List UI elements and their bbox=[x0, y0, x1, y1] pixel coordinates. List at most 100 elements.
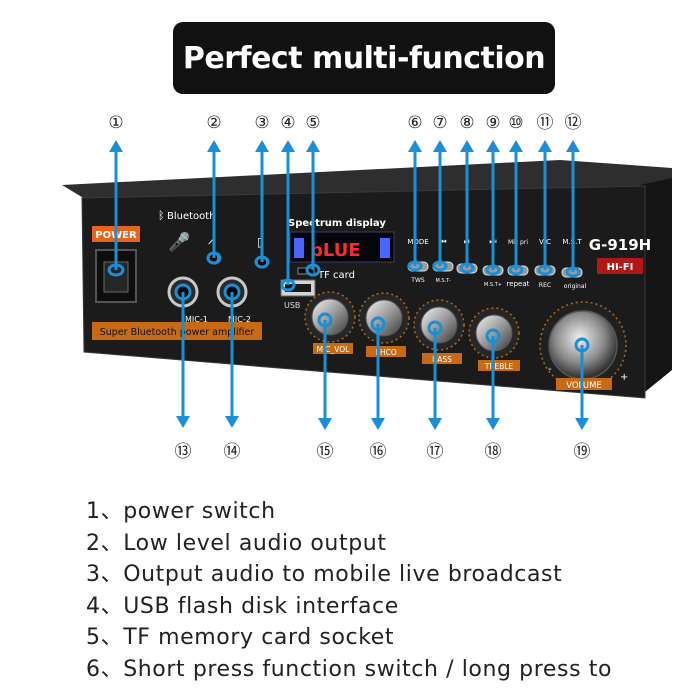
callout-15: ⑮ bbox=[317, 442, 334, 462]
knob-labels: MIC_VOL EHCO BASS TREBLE bbox=[313, 343, 520, 371]
mic-vol-label-plate bbox=[313, 343, 353, 354]
low-level-out-icon: ⩘ bbox=[208, 233, 215, 247]
arrow-head-3 bbox=[255, 140, 269, 152]
callout-6: ⑥ bbox=[407, 113, 422, 133]
tf-card-label: TF card bbox=[317, 270, 355, 281]
button-label-mst-minus: M.S.T- bbox=[435, 278, 450, 284]
legend-item: 3、Output audio to mobile live broadcast bbox=[86, 562, 563, 587]
echo-label-plate bbox=[366, 346, 406, 357]
arrow-tail-8 bbox=[459, 262, 475, 274]
button-label-rec: REC bbox=[539, 282, 551, 289]
volume-label: VOLUME bbox=[566, 381, 602, 391]
arrow-head-6 bbox=[408, 140, 422, 152]
legend-item: 6、Short press function switch / long pre… bbox=[86, 656, 613, 682]
spectrum-display bbox=[289, 231, 395, 263]
arrow-tails bbox=[107, 251, 590, 353]
arrow-tail-6 bbox=[407, 260, 423, 272]
arrow-tail-5 bbox=[305, 263, 321, 277]
callout-11: ⑪ bbox=[537, 113, 554, 133]
callout-10: ⑩ bbox=[508, 113, 523, 133]
legend-item: 1、power switch bbox=[86, 499, 276, 524]
arrow-tail-9 bbox=[485, 264, 501, 276]
arrow-head-14 bbox=[225, 416, 239, 428]
callout-14: ⑭ bbox=[224, 442, 241, 462]
arrow-tail-15 bbox=[317, 312, 333, 328]
volume-label-plate bbox=[556, 378, 612, 390]
callout-9: ⑨ bbox=[485, 113, 500, 133]
model-label: G-919H bbox=[589, 236, 651, 254]
amplifier-side bbox=[640, 178, 672, 396]
button-labels-bottom: TWS M.S.T- M.S.T+ repeat REC original bbox=[410, 277, 586, 290]
arrow-heads bbox=[109, 140, 589, 430]
callout-12: ⑫ bbox=[565, 113, 582, 133]
display-text: bLUE bbox=[310, 240, 361, 261]
arrow-head-19 bbox=[575, 418, 589, 430]
button-label-tws: TWS bbox=[410, 277, 425, 284]
callout-18: ⑱ bbox=[485, 442, 502, 462]
treble-label: TREBLE bbox=[484, 362, 514, 371]
legend-item: 2、Low level audio output bbox=[86, 530, 387, 556]
usb-label: USB bbox=[284, 301, 300, 310]
brand-strip-label: Super Bluetooth power amplifier bbox=[100, 327, 255, 338]
mic-vol-label: MIC_VOL bbox=[317, 345, 351, 354]
arrow-head-4 bbox=[281, 140, 295, 152]
banner-title: Perfect multi-function bbox=[182, 40, 546, 76]
callout-4: ④ bbox=[280, 113, 295, 133]
arrow-head-9 bbox=[486, 140, 500, 152]
arrow-head-11 bbox=[538, 140, 552, 152]
button-label-original: original bbox=[564, 283, 587, 290]
live-out-icon: ▯ bbox=[257, 235, 264, 249]
legend-item: 4、USB flash disk interface bbox=[86, 593, 399, 619]
arrow-head-8 bbox=[460, 140, 474, 152]
callout-19: ⑲ bbox=[574, 442, 591, 462]
arrow-head-10 bbox=[509, 140, 523, 152]
button-label-prev: ⏮ bbox=[439, 237, 446, 246]
title-banner: Perfect multi-function bbox=[173, 22, 555, 94]
arrow-head-16 bbox=[371, 418, 385, 430]
bass-label-plate bbox=[422, 353, 462, 364]
callout-1: ① bbox=[108, 113, 123, 133]
callout-numbers-bottom: ⑬ ⑭ ⑮ ⑯ ⑰ ⑱ ⑲ bbox=[175, 442, 591, 462]
echo-knob[interactable] bbox=[365, 299, 403, 337]
arrow-tail-3 bbox=[254, 255, 270, 269]
treble-label-plate bbox=[478, 360, 520, 371]
callout-5: ⑤ bbox=[305, 113, 320, 133]
callout-2: ② bbox=[206, 113, 221, 133]
callout-7: ⑦ bbox=[432, 113, 447, 133]
arrow-head-17 bbox=[428, 418, 442, 430]
arrow-tail-7 bbox=[432, 260, 448, 272]
bass-label: BASS bbox=[432, 355, 452, 364]
amplifier-diagram: POWER ᛒ Bluetooth 🎤 ⩘ ▯ MIC-1 MIC-2 Supe… bbox=[62, 113, 672, 462]
volume-plus-label: + bbox=[620, 372, 628, 383]
spectrum-bar bbox=[294, 238, 304, 258]
arrow-head-18 bbox=[486, 418, 500, 430]
arrow-tail-1 bbox=[107, 263, 125, 277]
arrow-tail-19 bbox=[574, 337, 590, 353]
button-label-repeat: repeat bbox=[507, 280, 530, 288]
arrow-tail-14 bbox=[223, 283, 241, 301]
hifi-label: HI-FI bbox=[607, 262, 634, 273]
usb-port-inner bbox=[285, 284, 311, 292]
arrow-tail-18 bbox=[485, 328, 501, 344]
arrow-head-12 bbox=[566, 140, 580, 152]
arrow-head-1 bbox=[109, 140, 123, 152]
callout-arrows bbox=[114, 150, 584, 420]
arrow-tail-4 bbox=[280, 278, 296, 292]
arrow-head-2 bbox=[207, 140, 221, 152]
hifi-badge bbox=[597, 258, 643, 274]
arrow-head-15 bbox=[318, 418, 332, 430]
button-label-mode: MODE bbox=[407, 238, 428, 246]
legend-item: 5、TF memory card socket bbox=[86, 625, 395, 650]
brand-strip bbox=[92, 322, 262, 340]
callout-17: ⑰ bbox=[427, 442, 444, 462]
mic-1-label: MIC-1 bbox=[185, 315, 208, 324]
arrow-head-5 bbox=[306, 140, 320, 152]
arrow-tail-16 bbox=[370, 316, 386, 332]
button-label-mst-plus: M.S.T+ bbox=[484, 282, 502, 288]
arrow-tail-2 bbox=[206, 251, 222, 265]
callout-13: ⑬ bbox=[175, 442, 192, 462]
microphone-icon: 🎤 bbox=[168, 231, 190, 253]
arrow-head-7 bbox=[433, 140, 447, 152]
bluetooth-icon: ᛒ bbox=[158, 209, 165, 222]
callout-numbers-top: ① ② ③ ④ ⑤ ⑥ ⑦ ⑧ ⑨ ⑩ ⑪ ⑫ bbox=[108, 113, 581, 133]
